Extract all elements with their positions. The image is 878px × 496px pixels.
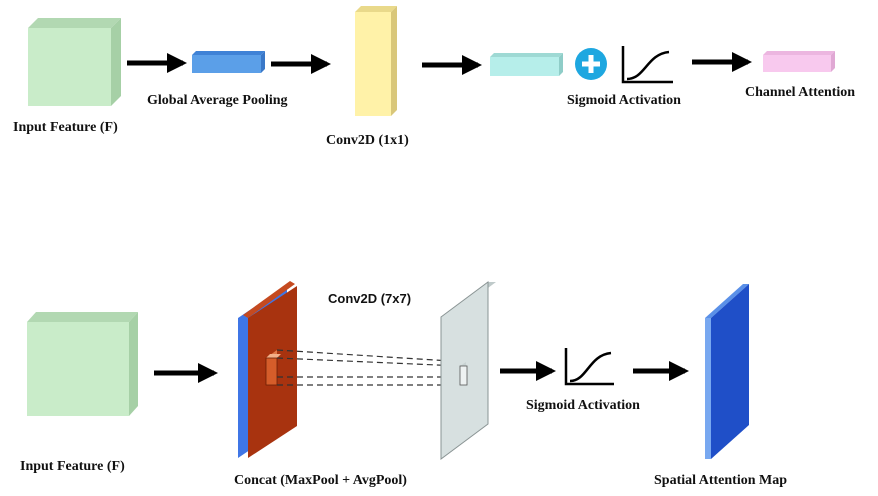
spatial-attention-map [705, 284, 749, 459]
fc-block [490, 53, 563, 76]
channel-input-cube [28, 18, 121, 106]
channel-input-label: Input Feature (F) [13, 120, 118, 135]
gap-block [192, 51, 265, 73]
spatial-input-label: Input Feature (F) [20, 459, 125, 474]
channel-sigmoid-label: Sigmoid Activation [567, 93, 681, 108]
channel-attention-label: Channel Attention [745, 85, 856, 100]
conv1x1-label: Conv2D (1x1) [326, 133, 409, 148]
sigmoid-icon [621, 46, 673, 84]
conv7x7-label: Conv2D (7x7) [328, 291, 412, 306]
plus-icon [575, 48, 607, 80]
spatial-sigmoid-label: Sigmoid Activation [526, 398, 640, 413]
gap-label: Global Average Pooling [147, 93, 288, 108]
concat-feature-maps [238, 281, 297, 458]
sigmoid-icon [564, 348, 614, 386]
conv-projection-lines [276, 349, 467, 386]
channel-attention-block [763, 51, 835, 72]
conv1x1-block [355, 6, 397, 116]
spatial-attention-label: Spatial Attention Map [654, 473, 788, 488]
spatial-input-cube [27, 312, 138, 416]
conv7x7-plate [440, 281, 496, 460]
concat-label: Concat (MaxPool + AvgPool) [234, 473, 407, 488]
